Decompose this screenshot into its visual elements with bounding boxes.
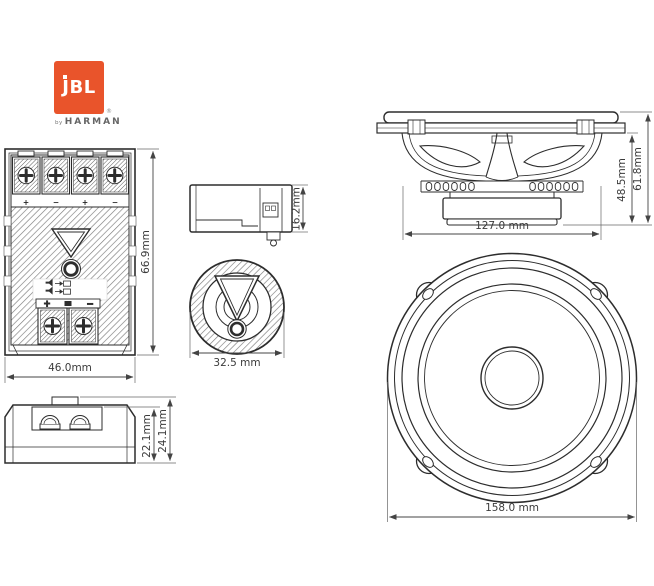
woofer-front-view: [386, 252, 638, 504]
mounting-clamps: [407, 119, 595, 135]
crossover-side-view: [4, 396, 136, 464]
crossover-side-dimensions: 22.1mm 24.1mm: [80, 396, 176, 464]
tweeter-depth-label: 16.2mm: [291, 187, 303, 231]
tweeter-front-dimension: 32.5 mm: [189, 312, 285, 369]
woofer-mount-depth-label: 48.5mm: [616, 158, 628, 202]
harman-byline: by HARMAN: [54, 117, 120, 127]
woofer-basket-vents: [420, 180, 584, 193]
tweeter-logo-emblem: [213, 275, 261, 339]
top-polarity-4: −: [112, 198, 118, 207]
crossover-height-label: 66.9mm: [140, 230, 152, 274]
wiring-label: [32, 278, 108, 301]
wiring-icon-row-2: [45, 286, 71, 295]
top-polarity-2: −: [53, 198, 59, 207]
crossover-front-dimensions: 66.9mm 46.0mm: [4, 148, 159, 383]
woofer-side-dimensions: 127.0 mm 48.5mm 61.8mm: [402, 111, 652, 240]
wiring-icon-row-1: [45, 278, 71, 287]
crossover-side-inner-label: 22.1mm: [141, 414, 153, 458]
jbl-logo-dot: [63, 75, 67, 79]
registered-mark: ®: [106, 108, 112, 115]
woofer-total-depth-label: 61.8mm: [632, 147, 644, 191]
dust-cap: [480, 346, 544, 410]
bottom-polarity-minus: −: [86, 300, 93, 310]
top-polarity-1: +: [23, 198, 29, 207]
jbl-logo: JBL ® by HARMAN: [54, 61, 120, 127]
woofer-front-dimension: 158.0 mm: [387, 382, 637, 522]
mounting-holes: [422, 288, 602, 468]
tweeter-side-view: [189, 184, 293, 247]
woofer-magnet: [442, 191, 562, 226]
top-polarity-3: +: [82, 198, 88, 207]
tweeter-front-view: [189, 259, 285, 355]
crossover-side-total-label: 24.1mm: [157, 409, 169, 453]
byline-harman: HARMAN: [64, 117, 122, 127]
tweeter-connector: [262, 202, 281, 247]
crossover-logo-emblem: [50, 228, 92, 279]
crossover-bottom-terminals: [37, 307, 99, 345]
bottom-polarity-plus: +: [43, 300, 50, 310]
woofer-cone-profile: [401, 132, 603, 182]
crossover-width-label: 46.0mm: [48, 362, 92, 374]
side-terminal-domes: [39, 415, 91, 430]
jbl-logo-box: JBL ®: [54, 61, 112, 115]
byline-by: by: [55, 120, 63, 126]
jbl-logo-text: JBL: [62, 77, 96, 98]
bottom-polarity-strip: + −: [35, 298, 101, 310]
crossover-front-view: + − + −: [3, 148, 137, 356]
tweeter-diameter-label: 32.5 mm: [213, 357, 260, 369]
woofer-width-label: 127.0 mm: [475, 220, 529, 232]
crossover-top-terminals: [11, 150, 130, 195]
crossover-side-notches: [3, 215, 137, 287]
woofer-diameter-label: 158.0 mm: [485, 502, 539, 514]
tweeter-side-dimension: 16.2mm: [291, 184, 308, 233]
woofer-side-view: [376, 111, 626, 226]
